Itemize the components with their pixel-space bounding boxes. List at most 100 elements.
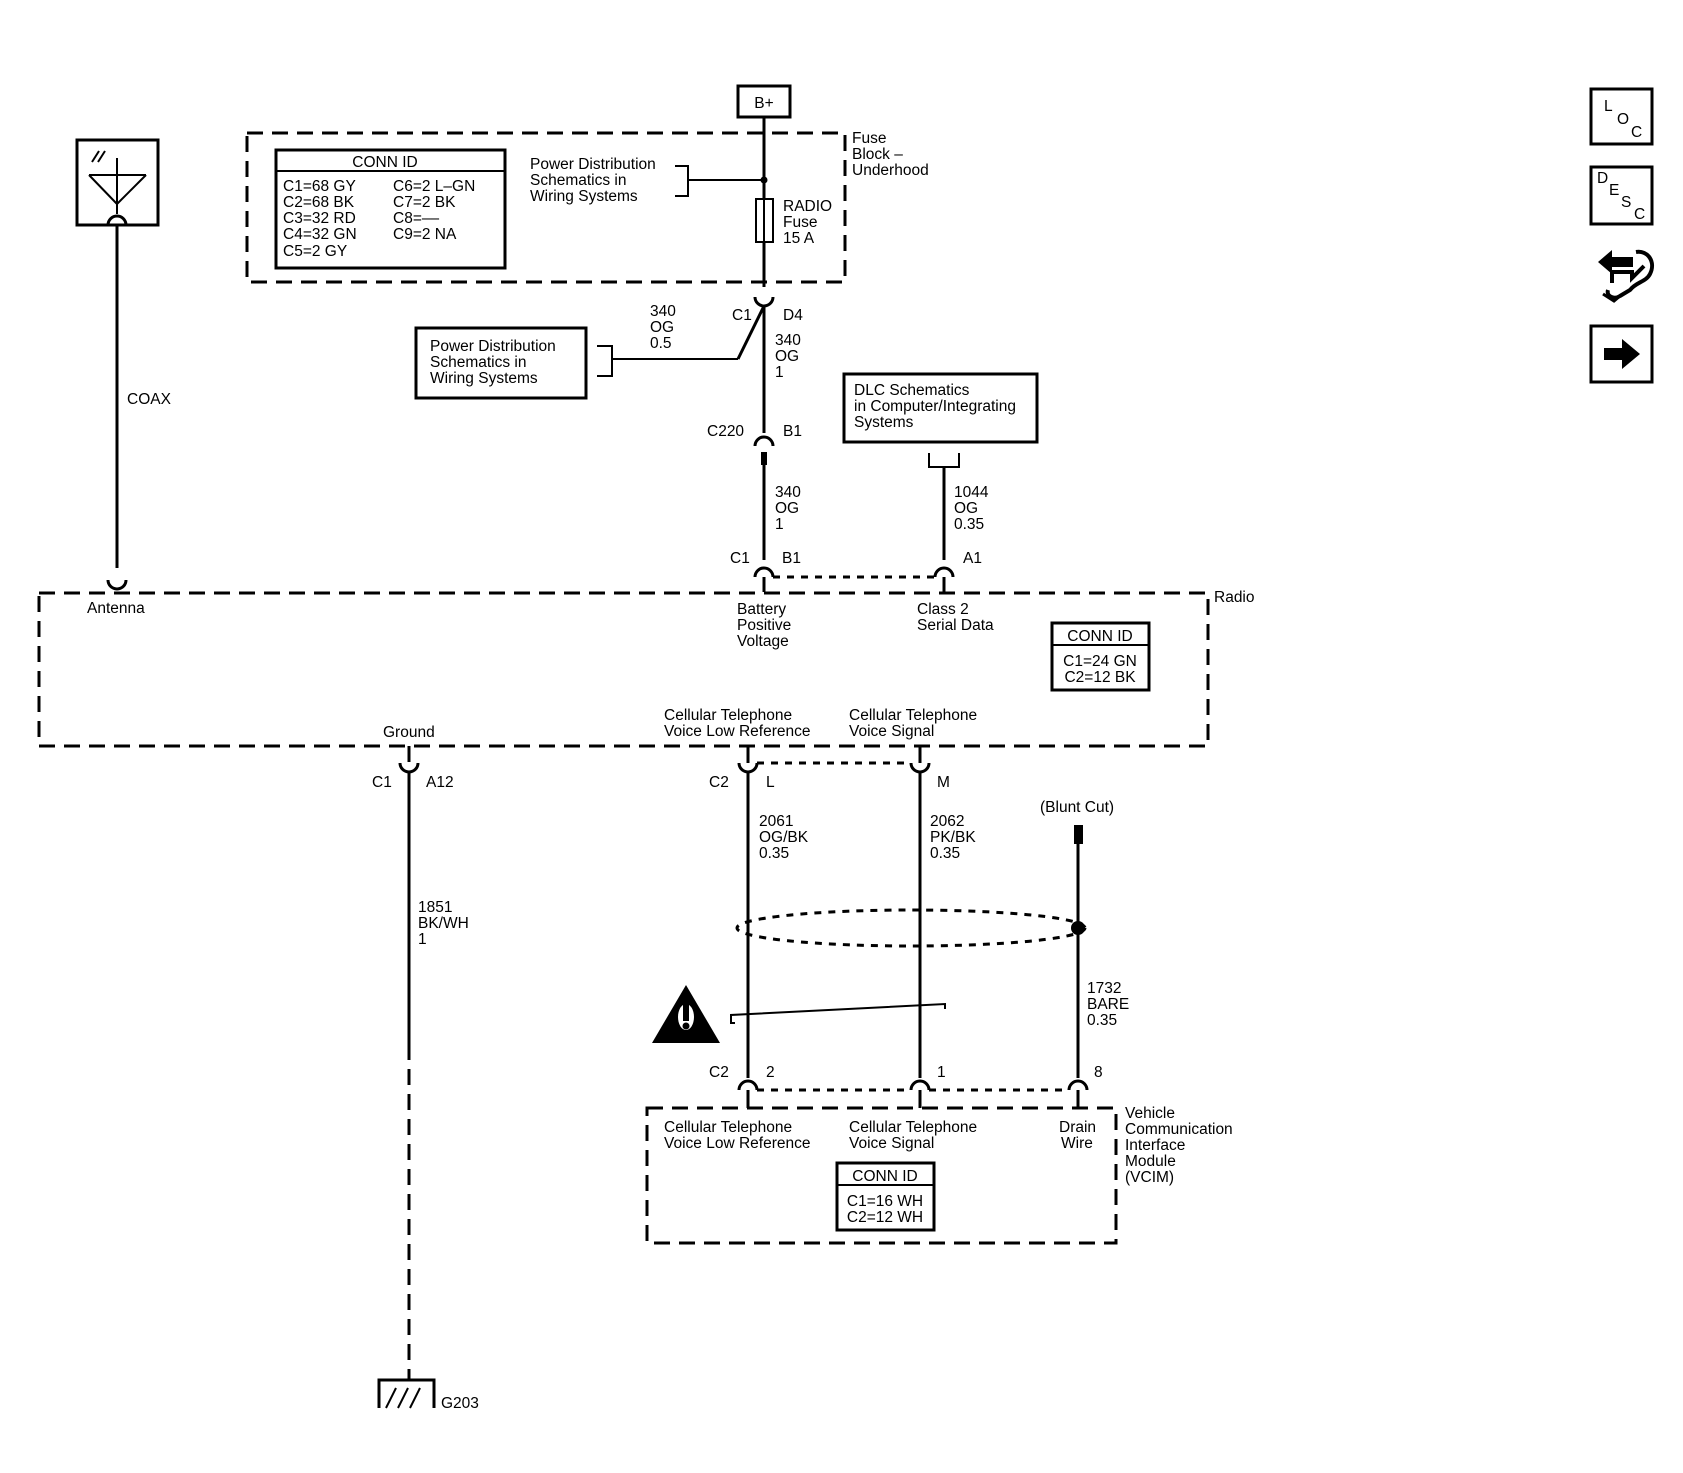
svg-text:C1=16 WH: C1=16 WH <box>847 1193 923 1210</box>
svg-text:C2=12 WH: C2=12 WH <box>847 1209 923 1226</box>
fuse-block-name: Fuse Block – Underhood <box>852 130 929 179</box>
svg-text:Voice Signal: Voice Signal <box>849 723 934 740</box>
svg-text:Voice Low Reference: Voice Low Reference <box>664 1135 810 1152</box>
svg-text:1044: 1044 <box>954 484 989 501</box>
vcim-name: Vehicle Communication Interface Module (… <box>1125 1105 1233 1186</box>
svg-text:C2: C2 <box>709 774 729 791</box>
radio-cell-sig-label: Cellular Telephone Voice Signal <box>849 707 977 740</box>
svg-text:Cellular Telephone: Cellular Telephone <box>849 707 977 724</box>
shield-ellipse <box>735 908 1087 948</box>
svg-text:OG: OG <box>775 348 799 365</box>
svg-text:G203: G203 <box>441 1395 479 1412</box>
svg-text:1: 1 <box>418 931 427 948</box>
wire-1732: 1732 BARE 0.35 <box>1087 980 1129 1029</box>
fuse-block-conn-id: CONN ID C1=68 GY C2=68 BK C3=32 RD C4=32… <box>274 148 507 270</box>
svg-text:C1=24 GN: C1=24 GN <box>1063 653 1137 670</box>
svg-text:C: C <box>1634 206 1645 223</box>
caution-icon <box>652 985 720 1043</box>
svg-text:Schematics in: Schematics in <box>430 354 526 371</box>
svg-text:A12: A12 <box>426 774 454 791</box>
radio-class2-label: Class 2 Serial Data <box>917 601 994 634</box>
svg-text:OG: OG <box>775 500 799 517</box>
svg-text:0.35: 0.35 <box>954 516 984 533</box>
svg-text:L: L <box>1604 98 1613 115</box>
svg-text:B1: B1 <box>782 550 801 567</box>
svg-text:S: S <box>1621 194 1631 211</box>
svg-text:1: 1 <box>775 516 784 533</box>
svg-text:BK/WH: BK/WH <box>418 915 469 932</box>
svg-text:Underhood: Underhood <box>852 162 929 179</box>
antenna-pin-label: Antenna <box>87 600 145 617</box>
svg-text:C9=2 NA: C9=2 NA <box>393 226 457 243</box>
ground-g203: G203 <box>377 1378 479 1412</box>
svg-text:Fuse: Fuse <box>783 214 817 231</box>
connector-c1-d4: C1 D4 <box>732 296 803 324</box>
wire-2061: 2061 OG/BK 0.35 <box>759 813 809 862</box>
svg-text:DLC Schematics: DLC Schematics <box>854 382 970 399</box>
svg-text:Battery: Battery <box>737 601 786 618</box>
svg-text:Voice Low Reference: Voice Low Reference <box>664 723 810 740</box>
wire-340-upper: 340 OG 0.5 <box>650 303 676 352</box>
twisted-pair-marker <box>730 1002 946 1024</box>
svg-text:C1: C1 <box>372 774 392 791</box>
radio-outline <box>37 591 1210 748</box>
svg-text:C2=68 BK: C2=68 BK <box>283 194 355 211</box>
connector-c220: C220 B1 <box>707 423 802 465</box>
svg-text:340: 340 <box>650 303 676 320</box>
vcim-conn-id: CONN ID C1=16 WH C2=12 WH <box>835 1161 936 1232</box>
svg-text:Schematics in: Schematics in <box>530 172 626 189</box>
svg-text:Positive: Positive <box>737 617 791 634</box>
splice-ref-box: Power Distribution Schematics in Wiring … <box>414 326 613 400</box>
battery-supply: B+ <box>736 84 792 119</box>
wire-1851: 1851 BK/WH 1 <box>418 899 469 948</box>
svg-text:C: C <box>1631 124 1642 141</box>
svg-text:E: E <box>1609 182 1619 199</box>
svg-text:C3=32 RD: C3=32 RD <box>283 210 356 227</box>
next-button[interactable] <box>1589 324 1654 384</box>
desc-button[interactable]: D E S C <box>1589 165 1654 226</box>
svg-text:CONN ID: CONN ID <box>1067 628 1132 645</box>
svg-text:1732: 1732 <box>1087 980 1121 997</box>
svg-text:D4: D4 <box>783 307 803 324</box>
svg-text:Module: Module <box>1125 1153 1176 1170</box>
svg-text:Class 2: Class 2 <box>917 601 969 618</box>
svg-text:340: 340 <box>775 332 801 349</box>
svg-text:0.35: 0.35 <box>930 845 960 862</box>
svg-text:1: 1 <box>937 1064 946 1081</box>
connector-swap-icon[interactable] <box>1598 249 1655 303</box>
wire-340-lower: 340 OG 1 <box>775 484 801 533</box>
svg-text:C7=2 BK: C7=2 BK <box>393 194 456 211</box>
vcim-connector-c2: C2 2 1 8 <box>709 1064 1103 1108</box>
svg-text:OG: OG <box>954 500 978 517</box>
svg-text:2: 2 <box>766 1064 775 1081</box>
wire-1044: 1044 OG 0.35 <box>954 484 989 533</box>
svg-text:1851: 1851 <box>418 899 452 916</box>
svg-text:Interface: Interface <box>1125 1137 1185 1154</box>
vcim-outline <box>645 1106 1118 1245</box>
supply-label: B+ <box>754 95 773 112</box>
svg-text:Drain: Drain <box>1059 1119 1096 1136</box>
svg-text:OG: OG <box>650 319 674 336</box>
radio-connector-c1: C1 B1 A1 <box>730 550 982 592</box>
radio-cell-low-label: Cellular Telephone Voice Low Reference <box>664 707 810 740</box>
arrow-right-icon <box>1604 339 1640 369</box>
svg-text:C1: C1 <box>730 550 750 567</box>
svg-text:C2: C2 <box>709 1064 729 1081</box>
vcim-drain-label: Drain Wire <box>1059 1119 1096 1152</box>
wire-340-mid: 340 OG 1 <box>775 332 801 381</box>
svg-text:8: 8 <box>1094 1064 1103 1081</box>
wire-2062: 2062 PK/BK 0.35 <box>930 813 976 862</box>
svg-text:C1: C1 <box>732 307 752 324</box>
svg-text:C4=32 GN: C4=32 GN <box>283 226 357 243</box>
svg-text:C6=2 L–GN: C6=2 L–GN <box>393 178 475 195</box>
svg-text:(VCIM): (VCIM) <box>1125 1169 1174 1186</box>
loc-button[interactable]: L O C <box>1589 87 1654 146</box>
svg-text:L: L <box>766 774 775 791</box>
svg-text:O: O <box>1617 111 1629 128</box>
radio-name: Radio <box>1214 589 1255 606</box>
svg-text:BARE: BARE <box>1087 996 1129 1013</box>
svg-text:Serial Data: Serial Data <box>917 617 994 634</box>
blunt-cut-end <box>1074 825 1083 844</box>
svg-text:CONN ID: CONN ID <box>852 1168 917 1185</box>
svg-text:Systems: Systems <box>854 414 914 431</box>
